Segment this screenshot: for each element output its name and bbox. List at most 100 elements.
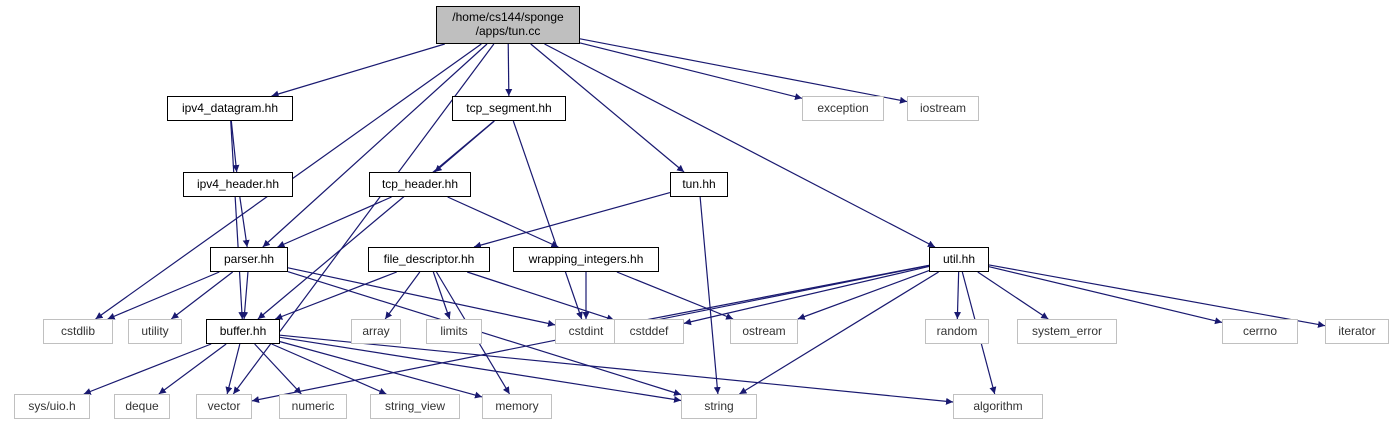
edge-util-to-system_error <box>977 271 1049 320</box>
node-memory: memory <box>482 394 552 419</box>
node-label: iostream <box>919 100 966 115</box>
node-exception: exception <box>802 96 884 121</box>
edge-file_descriptor-to-cstddef <box>467 271 615 322</box>
edge-util-to-cerrno <box>988 266 1223 325</box>
node-string-view: string_view <box>370 394 460 419</box>
edge-parser-to-buffer <box>241 271 249 320</box>
node-label: exception <box>817 100 869 115</box>
node-wrapping-integers[interactable]: wrapping_integers.hh <box>513 247 659 272</box>
node-label: algorithm <box>973 398 1023 413</box>
node-cerrno: cerrno <box>1222 319 1298 344</box>
node-label: ostream <box>742 323 786 338</box>
edge-wrapping_integers-to-ostream <box>616 271 734 320</box>
edge-root-to-iostream <box>579 38 908 104</box>
node-label: vector <box>207 398 241 413</box>
node-label: deque <box>125 398 159 413</box>
node-array: array <box>351 319 401 344</box>
edge-buffer-to-string_view <box>271 343 387 395</box>
edge-root-to-tcp_segment <box>505 43 513 97</box>
node-label: cerrno <box>1242 323 1277 338</box>
edge-util-to-ostream <box>797 270 930 320</box>
node-sys-uio: sys/uio.h <box>14 394 90 419</box>
node-ostream: ostream <box>730 319 798 344</box>
node-system-error: system_error <box>1017 319 1117 344</box>
edge-parser-to-utility <box>170 271 234 320</box>
edge-parser-to-string <box>287 271 682 396</box>
node-label: /home/cs144/sponge <box>452 10 564 25</box>
node-string: string <box>681 394 757 419</box>
edge-buffer-to-memory <box>279 341 483 399</box>
edge-tcp_header-to-wrapping_integers <box>447 196 559 248</box>
edge-buffer-to-algorithm <box>279 334 954 405</box>
node-label: cstdint <box>568 323 604 338</box>
edge-buffer-to-vector <box>225 343 241 395</box>
edge-tcp_segment-to-buffer <box>257 120 495 320</box>
node-root[interactable]: /home/cs144/sponge/apps/tun.cc <box>436 6 580 44</box>
edge-ipv4_datagram-to-buffer <box>230 120 246 320</box>
edge-file_descriptor-to-limits <box>432 271 451 320</box>
node-limits: limits <box>426 319 482 344</box>
dependency-edges <box>83 38 1326 405</box>
node-numeric: numeric <box>279 394 347 419</box>
node-label: ipv4_datagram.hh <box>181 100 279 115</box>
edge-root-to-exception <box>579 42 803 100</box>
node-utility: utility <box>128 319 182 344</box>
node-iterator: iterator <box>1325 319 1389 344</box>
node-label: sys/uio.h <box>28 398 76 413</box>
node-util[interactable]: util.hh <box>929 247 989 272</box>
node-label: system_error <box>1031 323 1102 338</box>
node-label: parser.hh <box>223 251 275 266</box>
edge-util-to-iterator <box>988 264 1326 328</box>
edge-root-to-ipv4_datagram <box>271 43 445 98</box>
edge-parser-to-cstdint <box>287 267 556 327</box>
edge-parser-to-cstdlib <box>107 271 220 320</box>
node-ipv4-header[interactable]: ipv4_header.hh <box>183 172 293 197</box>
edge-tun-to-string <box>699 196 721 395</box>
node-tcp-segment[interactable]: tcp_segment.hh <box>452 96 566 121</box>
edge-file_descriptor-to-array <box>384 271 421 320</box>
node-label: cstddef <box>629 323 669 338</box>
node-label: ipv4_header.hh <box>196 176 280 191</box>
node-cstdlib: cstdlib <box>43 319 113 344</box>
node-label: buffer.hh <box>219 323 267 338</box>
node-tcp-header[interactable]: tcp_header.hh <box>369 172 471 197</box>
edge-root-to-parser <box>262 43 488 248</box>
node-label: tun.hh <box>682 176 716 191</box>
node-label: file_descriptor.hh <box>383 251 475 266</box>
node-label: memory <box>495 398 539 413</box>
node-buffer[interactable]: buffer.hh <box>206 319 280 344</box>
node-iostream: iostream <box>907 96 979 121</box>
edge-root-to-tun <box>530 43 685 173</box>
edge-buffer-to-deque <box>158 343 227 395</box>
node-deque: deque <box>114 394 170 419</box>
edge-buffer-to-string <box>279 336 682 403</box>
edge-file_descriptor-to-buffer <box>275 271 397 320</box>
node-ipv4-datagram[interactable]: ipv4_datagram.hh <box>167 96 293 121</box>
node-label: iterator <box>1338 323 1376 338</box>
node-parser[interactable]: parser.hh <box>210 247 288 272</box>
edge-root-to-util <box>544 43 936 248</box>
node-file-descriptor[interactable]: file_descriptor.hh <box>368 247 490 272</box>
node-cstdint: cstdint <box>555 319 617 344</box>
node-label: random <box>936 323 978 338</box>
node-tun[interactable]: tun.hh <box>670 172 728 197</box>
node-label: cstdlib <box>60 323 95 338</box>
node-label: limits <box>440 323 468 338</box>
node-label: tcp_segment.hh <box>466 100 552 115</box>
edge-util-to-random <box>954 271 962 320</box>
node-random: random <box>925 319 989 344</box>
node-cstddef: cstddef <box>614 319 684 344</box>
node-label: utility <box>141 323 169 338</box>
edge-buffer-to-numeric <box>254 343 302 395</box>
edge-ipv4_datagram-to-ipv4_header <box>230 120 240 173</box>
node-vector: vector <box>196 394 252 419</box>
node-label: tcp_header.hh <box>381 176 459 191</box>
edge-util-to-cstddef <box>683 265 930 326</box>
node-label: wrapping_integers.hh <box>528 251 644 266</box>
node-label: string <box>704 398 734 413</box>
node-label: string_view <box>384 398 446 413</box>
edge-tun-to-file_descriptor <box>473 191 671 249</box>
node-label: util.hh <box>942 251 976 266</box>
